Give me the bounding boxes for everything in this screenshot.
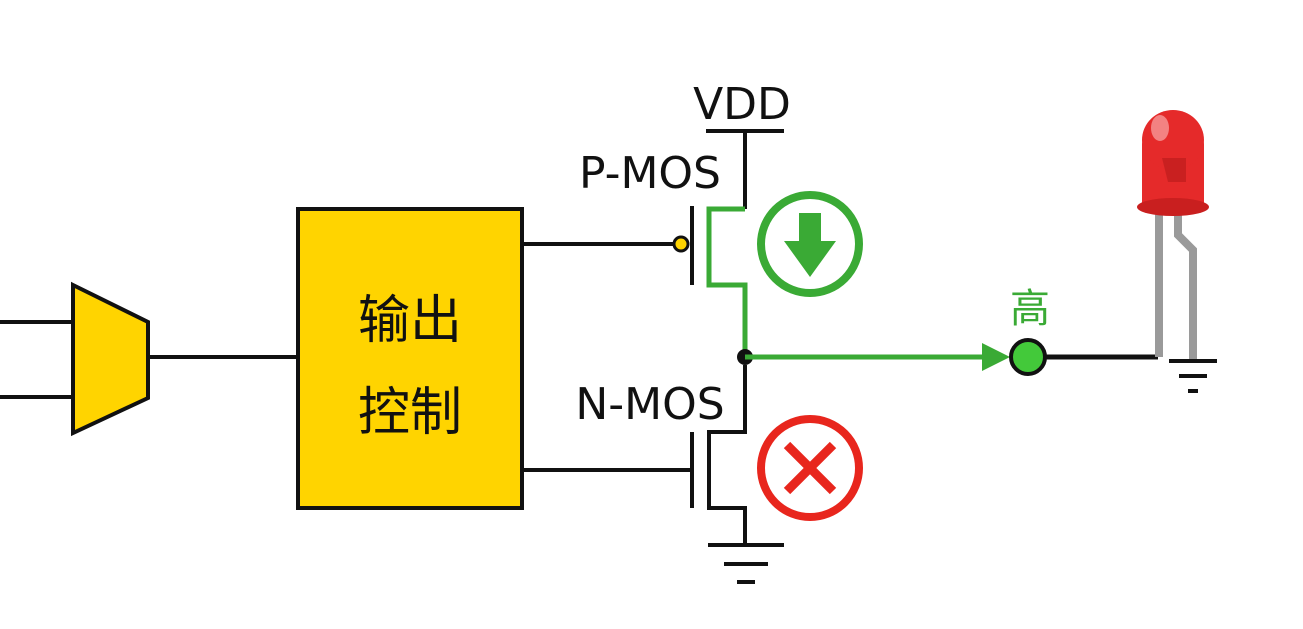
output-pin <box>1009 338 1047 376</box>
pmos-label: P-MOS <box>579 148 721 199</box>
led-ground-icon <box>1169 359 1217 393</box>
nmos-ground-icon <box>708 543 784 584</box>
block-label-line1: 输出 <box>358 291 462 351</box>
nmos-label: N-MOS <box>575 379 724 430</box>
output-control-block <box>296 207 524 510</box>
output-level-label: 高 <box>1010 286 1050 332</box>
block-label-line2: 控制 <box>358 383 462 443</box>
nmos-channel-path <box>707 365 747 545</box>
vdd-label: VDD <box>693 79 791 130</box>
mux-block <box>71 281 150 437</box>
led-icon <box>1137 110 1209 360</box>
x-circle-icon <box>757 415 863 521</box>
pmos-gate-bubble <box>672 235 690 253</box>
down-arrow-circle-icon <box>757 191 863 297</box>
output-arrow-head <box>982 343 1010 371</box>
pmos-channel-path <box>706 206 748 352</box>
